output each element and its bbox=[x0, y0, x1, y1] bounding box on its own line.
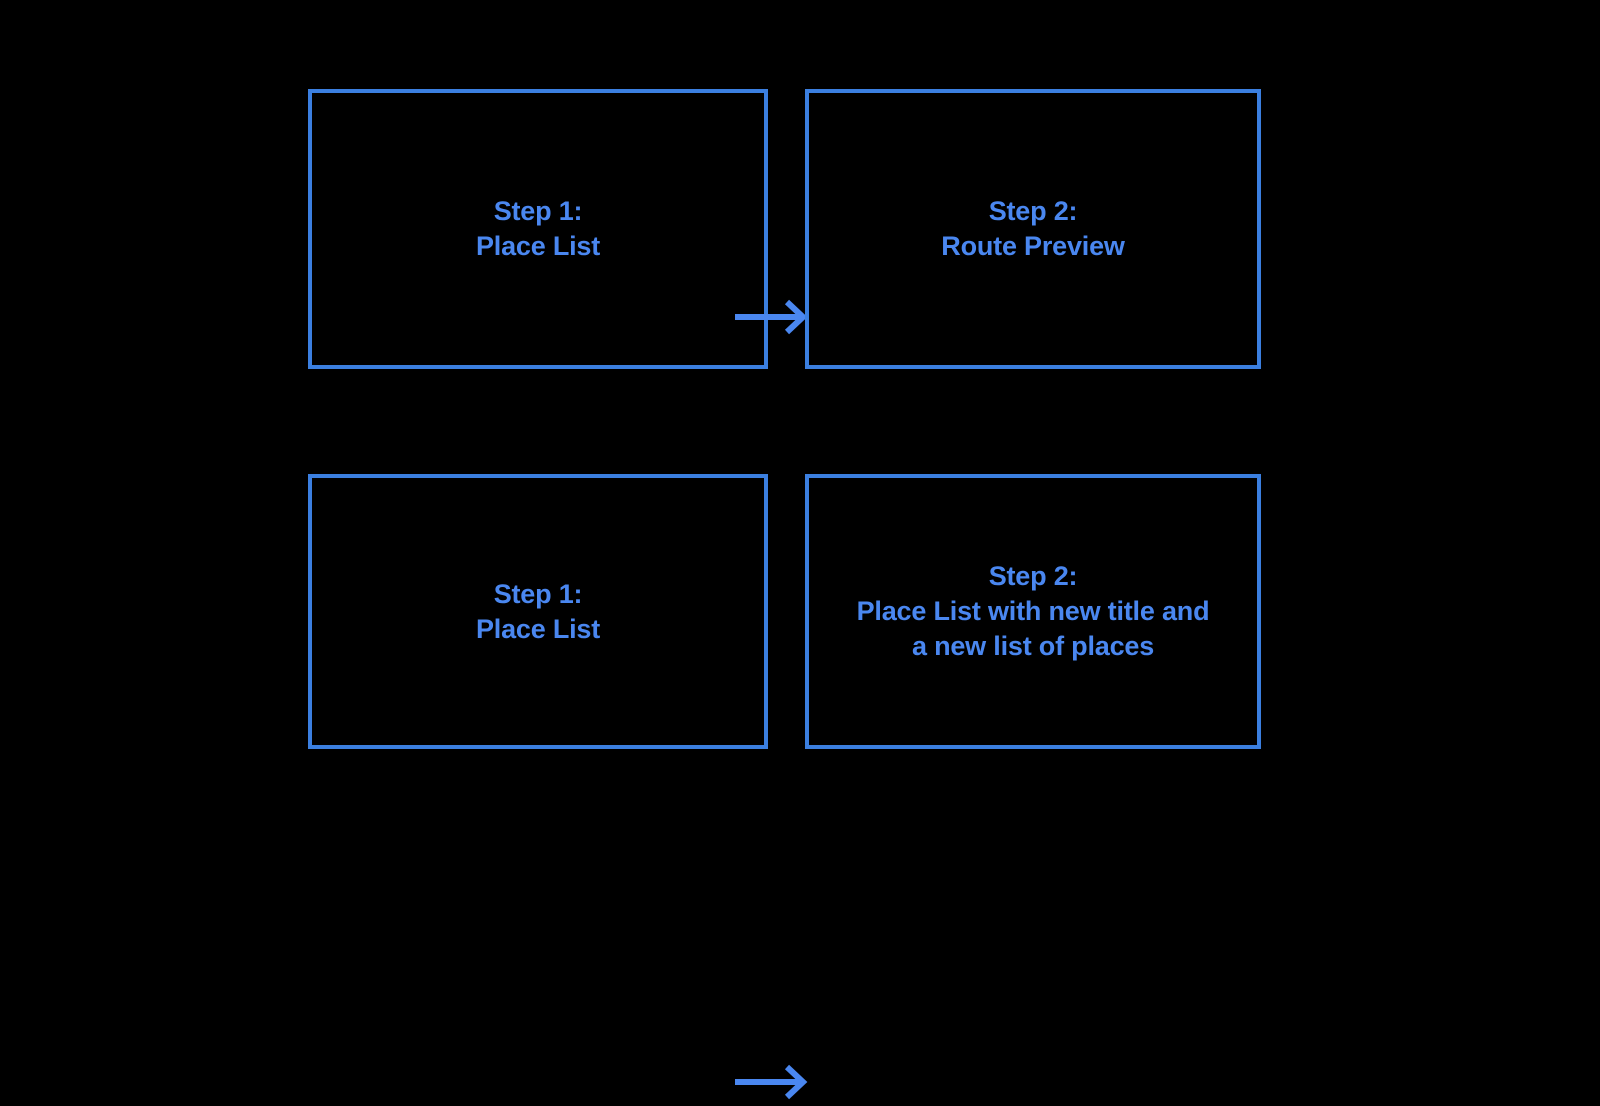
step-box-row2-step1[interactable]: Step 1: Place List bbox=[308, 474, 768, 749]
flow-row-new-place-list: Step 1: Place List Step 2: Place List wi… bbox=[0, 474, 1600, 1100]
connector-row2 bbox=[733, 1058, 813, 1106]
flow-row-route-preview: Step 1: Place List Step 2: Route Preview bbox=[0, 89, 1600, 369]
arrow-right-icon bbox=[735, 1064, 808, 1100]
step-box-row1-step2[interactable]: Step 2: Route Preview bbox=[805, 89, 1261, 369]
step-box-label: Step 1: Place List bbox=[475, 196, 601, 261]
step-box-row2-step2[interactable]: Step 2: Place List with new title and a … bbox=[805, 474, 1261, 749]
step-box-row1-step1[interactable]: Step 1: Place List bbox=[308, 89, 768, 369]
step-box-label: Step 1: Place List bbox=[475, 578, 601, 644]
step-box-label: Step 2: Route Preview bbox=[941, 196, 1125, 261]
step-box-label: Step 2: Place List with new title and a … bbox=[856, 561, 1210, 661]
diagram-canvas: Step 1: Place List Step 2: Route Preview… bbox=[0, 89, 1600, 1100]
